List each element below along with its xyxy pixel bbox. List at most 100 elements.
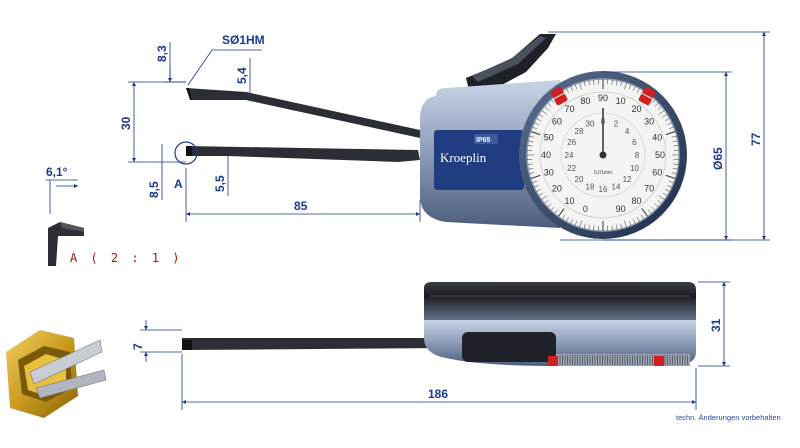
dial-tick	[534, 122, 539, 125]
dial-tick	[671, 135, 677, 138]
dial-tick	[668, 126, 674, 130]
dim-5-5: 5,5	[213, 175, 227, 192]
dial-tick	[550, 206, 555, 211]
dial-tick	[636, 217, 640, 222]
dial-inner-number: 10	[630, 164, 639, 173]
dial-tick	[532, 126, 538, 130]
dial-tick	[673, 145, 679, 147]
dial-tick	[624, 220, 627, 228]
side-marker-right	[654, 356, 664, 366]
detail-marker: A	[174, 177, 183, 191]
dial-tick	[538, 192, 544, 196]
dial-inner-number: 4	[625, 127, 630, 136]
dim-8-5: 8,5	[147, 181, 161, 198]
dial-tick	[588, 80, 590, 86]
dial-tick	[624, 82, 627, 90]
dial-outer-number: 20	[552, 184, 562, 194]
dial-inner-number: 18	[586, 182, 595, 191]
dial-tick	[536, 118, 541, 122]
dial-tick	[593, 225, 595, 231]
dial-tick	[528, 168, 534, 170]
dial-outer-number: 40	[652, 132, 662, 142]
side-marker-left	[548, 356, 558, 366]
dial-inner-number: 26	[567, 138, 576, 147]
dial-outer-number: 40	[541, 150, 551, 160]
dial-tick	[574, 220, 578, 226]
dial-inner-number: 16	[599, 185, 608, 194]
dial-tick	[557, 208, 565, 217]
lower-arm	[186, 146, 420, 162]
dial-tick	[658, 195, 665, 200]
dial-inner-number: 28	[575, 127, 584, 136]
ip-rating-label: IP65	[476, 137, 491, 144]
dial-tick	[620, 223, 623, 229]
dial-tick	[628, 220, 632, 226]
dial-tick	[640, 214, 644, 220]
dial-outer-number: 70	[564, 104, 574, 114]
dim-186: 186	[428, 387, 448, 401]
dial-tick	[588, 224, 590, 230]
dial-tick	[665, 188, 670, 192]
dial-tick	[570, 219, 573, 224]
dim-sphere: SØ1HM	[222, 33, 265, 47]
dial-tick	[671, 172, 677, 175]
dial-outer-number: 10	[616, 96, 626, 106]
dial-tick	[616, 80, 618, 86]
dial-tick	[547, 203, 552, 208]
dial-tick	[657, 106, 662, 110]
dial-tick	[527, 145, 533, 147]
dial-inner-number: 24	[565, 151, 574, 160]
detail-a-view: 6,1° A ( 2 : 1 )	[46, 165, 179, 266]
dial-tick	[541, 195, 548, 200]
dim-77: 77	[749, 132, 763, 146]
dial-tick	[529, 135, 535, 138]
dial-tick	[651, 206, 656, 211]
dial-inner-number: 14	[612, 182, 621, 191]
dial-tick	[636, 88, 640, 93]
label-plate	[434, 130, 524, 190]
dial-tick	[583, 223, 586, 229]
dial-outer-number: 50	[544, 132, 554, 142]
dial-tick	[672, 140, 678, 142]
dial-tick	[574, 84, 578, 90]
dial-outer-number: 0	[583, 204, 588, 214]
dim-7: 7	[131, 343, 145, 350]
dial-tick	[672, 168, 678, 170]
dial-outer-number: 80	[580, 96, 590, 106]
dial-outer-number: 90	[598, 93, 608, 103]
dial-tick	[667, 122, 672, 125]
dim-angle: 6,1°	[46, 165, 68, 179]
dial-tick	[611, 225, 613, 231]
dial-outer-number: 70	[644, 184, 654, 194]
dial-tick	[570, 86, 573, 91]
dial-outer-number: 60	[652, 168, 662, 178]
dial-tick	[528, 140, 534, 142]
dial-inner-number: 20	[575, 175, 584, 184]
footer-note: techn. Änderungen vorbehalten	[676, 413, 781, 422]
dial-tick	[616, 224, 618, 230]
dial-ticks	[527, 79, 679, 231]
dial-tick	[657, 200, 662, 204]
gauge-housing: IP65 Kroeplin	[420, 80, 560, 228]
dim-diameter-65: Ø65	[711, 147, 725, 170]
dial-tick	[554, 209, 558, 214]
dial-tick	[547, 102, 552, 107]
dial-outer-number: 90	[616, 204, 626, 214]
dial-tick	[665, 118, 670, 122]
contact-point-illustration	[6, 330, 107, 418]
dial-tick	[665, 131, 676, 136]
dial-tick	[628, 84, 632, 90]
dim-85: 85	[294, 199, 308, 213]
dial-outer-number: 80	[631, 196, 641, 206]
dial-tick	[532, 180, 538, 184]
dial-inner-number: 2	[614, 120, 619, 129]
dial-tick	[534, 185, 539, 188]
dimension-lines-side	[140, 281, 730, 410]
dial-tick	[641, 208, 649, 217]
dial-outer-number: 60	[552, 116, 562, 126]
dial-tick	[654, 203, 659, 208]
